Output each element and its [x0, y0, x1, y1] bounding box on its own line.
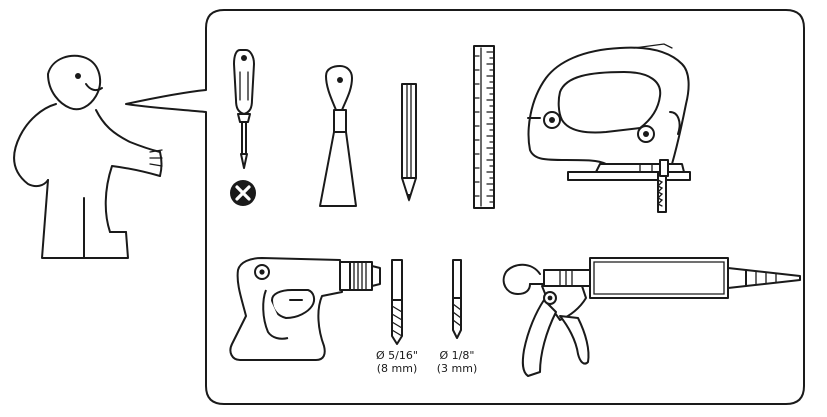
drill-bit-3mm-diameter-mm: (3 mm) [436, 362, 478, 375]
drill-bit-8mm-label: Ø 5/16" (8 mm) [362, 349, 432, 375]
power-drill-icon [229, 257, 381, 361]
ruler-icon [473, 45, 495, 209]
drill-bit-3mm-label: Ø 1/8" (3 mm) [422, 349, 492, 375]
caulking-gun-icon [502, 257, 801, 377]
jigsaw-icon [527, 43, 691, 213]
drill-bit-3mm-icon [452, 259, 462, 339]
drill-bit-3mm-diameter-in: Ø 1/8" [439, 349, 475, 362]
phillips-screwdriver-icon [233, 49, 255, 169]
drill-bit-8mm-icon [391, 259, 403, 345]
drill-bit-8mm-diameter-mm: (8 mm) [376, 362, 418, 375]
putty-knife-icon [319, 65, 357, 207]
not-needed-cross-icon [230, 180, 256, 206]
pencil-icon [401, 83, 417, 202]
speech-bubble-panel [125, 9, 805, 405]
person-figure [13, 54, 163, 259]
drill-bit-8mm-diameter-in: Ø 5/16" [376, 349, 418, 362]
